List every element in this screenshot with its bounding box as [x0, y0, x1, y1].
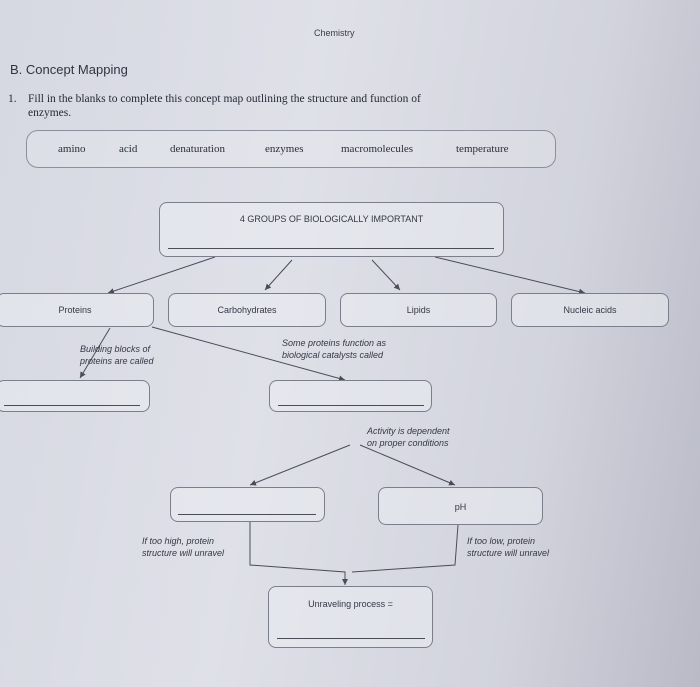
instruction-text: 1. Fill in the blanks to complete this co…	[8, 92, 528, 120]
ph-box	[378, 487, 543, 525]
group-box-nucleic-acids	[511, 293, 669, 327]
note-too-high: If too high, protein structure will unra…	[142, 536, 225, 558]
group-label-carbohydrates: Carbohydrates	[217, 305, 277, 315]
answer-box-amino-acids	[0, 380, 150, 412]
instruction-number: 1.	[8, 93, 17, 105]
instruction-line-2: enzymes.	[28, 107, 72, 119]
answer-blank-enzymes[interactable]	[278, 405, 424, 406]
word-bank-term: enzymes	[265, 143, 304, 155]
unraveling-box	[268, 586, 433, 648]
group-box-proteins	[0, 293, 154, 327]
answer-box-temperature	[170, 487, 325, 522]
word-bank-term: denaturation	[170, 143, 225, 155]
answer-box-enzymes	[269, 380, 432, 412]
instruction-line-1: Fill in the blanks to complete this conc…	[28, 93, 421, 105]
group-box-lipids	[340, 293, 497, 327]
unraveling-label: Unraveling process =	[308, 599, 393, 609]
group-label-nucleic-acids: Nucleic acids	[563, 305, 617, 315]
word-bank-term: macromolecules	[341, 143, 414, 155]
word-bank-term: temperature	[456, 143, 509, 155]
group-label-proteins: Proteins	[58, 305, 92, 315]
group-box-carbohydrates	[168, 293, 326, 327]
answer-blank-amino-acids[interactable]	[4, 405, 140, 406]
word-bank-term: amino	[58, 143, 86, 155]
note-activity: Activity is dependent on proper conditio…	[367, 426, 450, 448]
top-concept-blank[interactable]	[168, 248, 494, 249]
top-concept-label: 4 GROUPS OF BIOLOGICALLY IMPORTANT	[239, 214, 424, 224]
word-bank-term: acid	[119, 143, 138, 155]
answer-blank-denaturation[interactable]	[277, 638, 425, 639]
word-bank	[26, 130, 556, 168]
note-too-low: If too low, protein structure will unrav…	[467, 536, 550, 558]
section-title: B. Concept Mapping	[10, 62, 128, 77]
ph-label: pH	[454, 502, 467, 512]
subject-header: Chemistry	[314, 28, 355, 38]
top-concept-box	[159, 202, 504, 257]
answer-blank-temperature[interactable]	[178, 514, 316, 515]
note-building-blocks: Building blocks of proteins are called	[80, 344, 154, 366]
group-label-lipids: Lipids	[406, 305, 431, 315]
note-function: Some proteins function as biological cat…	[282, 338, 387, 360]
